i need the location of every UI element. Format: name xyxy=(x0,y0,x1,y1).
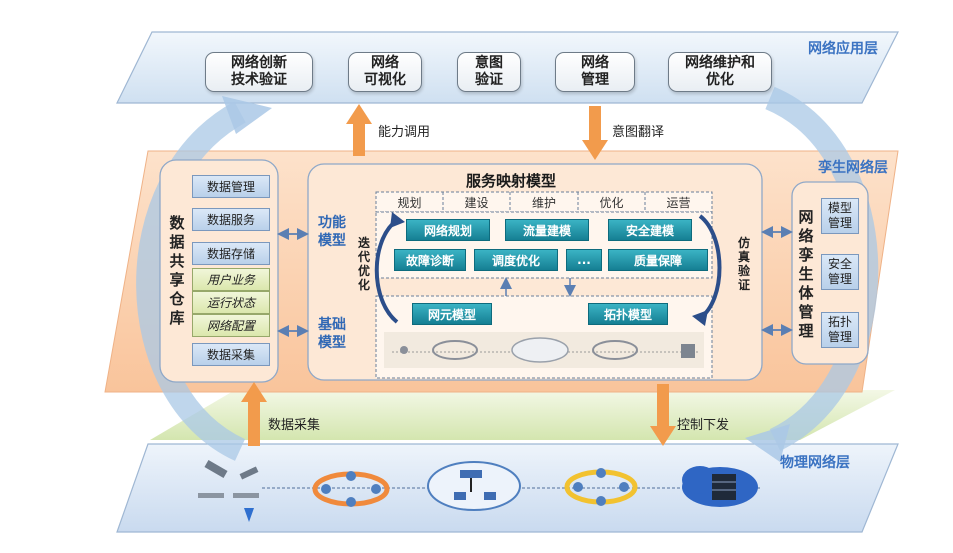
scheduling-optimization-button[interactable]: 调度优化 xyxy=(474,249,558,271)
tab-maintenance[interactable]: 维护 xyxy=(531,195,556,210)
user-business-item[interactable]: 用户业务 xyxy=(192,268,270,291)
more-services-button[interactable]: ... xyxy=(566,249,602,271)
control-delivery-label: 控制下发 xyxy=(677,418,730,433)
iterative-optimization-label: 迭代优化 xyxy=(357,236,370,292)
application-layer-title: 网络应用层 xyxy=(808,41,878,57)
basic-model-label: 基础模型 xyxy=(318,317,346,351)
app-innovation-verification-button[interactable]: 网络创新 技术验证 xyxy=(205,52,313,92)
tab-operation[interactable]: 运营 xyxy=(666,195,691,210)
app-visualization-button[interactable]: 网络 可视化 xyxy=(348,52,422,92)
quality-assurance-button[interactable]: 质量保障 xyxy=(608,249,708,271)
tab-optimization[interactable]: 优化 xyxy=(599,195,624,210)
tab-construction[interactable]: 建设 xyxy=(464,195,489,210)
app-maintenance-optimization-button[interactable]: 网络维护和 优化 xyxy=(668,52,772,92)
orange-arrows xyxy=(241,104,676,446)
data-storage-item[interactable]: 数据存储 xyxy=(192,242,270,265)
simulation-verification-label: 仿真验证 xyxy=(737,236,750,292)
topology-model-button[interactable]: 拓扑模型 xyxy=(588,303,668,325)
data-management-item[interactable]: 数据管理 xyxy=(192,175,270,198)
security-management-item[interactable]: 安全 管理 xyxy=(821,254,859,290)
basic-model-network-illustration xyxy=(384,332,704,368)
cycle-arrowhead-right xyxy=(745,424,790,462)
tab-planning[interactable]: 规划 xyxy=(397,195,422,210)
capability-call-label: 能力调用 xyxy=(378,125,431,140)
green-transition-band xyxy=(150,390,895,440)
twin-layer-title: 孪生网络层 xyxy=(818,160,888,176)
phase-tabs-frame xyxy=(375,191,713,213)
twin-management-title: 网络孪生体管理 xyxy=(798,208,814,340)
network-element-model-button[interactable]: 网元模型 xyxy=(412,303,492,325)
functional-model-label: 功能模型 xyxy=(318,215,346,249)
physical-network-illustration xyxy=(198,460,760,522)
physical-layer-title: 物理网络层 xyxy=(780,455,850,471)
topology-management-item[interactable]: 拓扑 管理 xyxy=(821,312,859,348)
bidirectional-arrows xyxy=(277,226,793,337)
service-model-title: 服务映射模型 xyxy=(466,172,557,190)
intent-translation-label: 意图翻译 xyxy=(612,125,665,140)
data-collection-label: 数据采集 xyxy=(268,418,321,433)
data-collection-item[interactable]: 数据采集 xyxy=(192,343,270,366)
model-management-item[interactable]: 模型 管理 xyxy=(821,198,859,234)
data-repo-title: 数据共享仓库 xyxy=(169,214,185,327)
network-planning-button[interactable]: 网络规划 xyxy=(406,219,490,241)
cycle-arrowhead-left xyxy=(222,96,272,134)
app-network-management-button[interactable]: 网络 管理 xyxy=(555,52,635,92)
fault-diagnosis-button[interactable]: 故障诊断 xyxy=(394,249,466,271)
security-modeling-button[interactable]: 安全建模 xyxy=(608,219,692,241)
network-config-item[interactable]: 网络配置 xyxy=(192,314,270,337)
data-service-item[interactable]: 数据服务 xyxy=(192,208,270,231)
traffic-modeling-button[interactable]: 流量建模 xyxy=(505,219,589,241)
app-intent-verification-button[interactable]: 意图 验证 xyxy=(457,52,521,92)
iterative-optimization-arrow xyxy=(374,218,399,324)
running-state-item[interactable]: 运行状态 xyxy=(192,291,270,314)
cycle-arrow-left xyxy=(136,101,246,461)
